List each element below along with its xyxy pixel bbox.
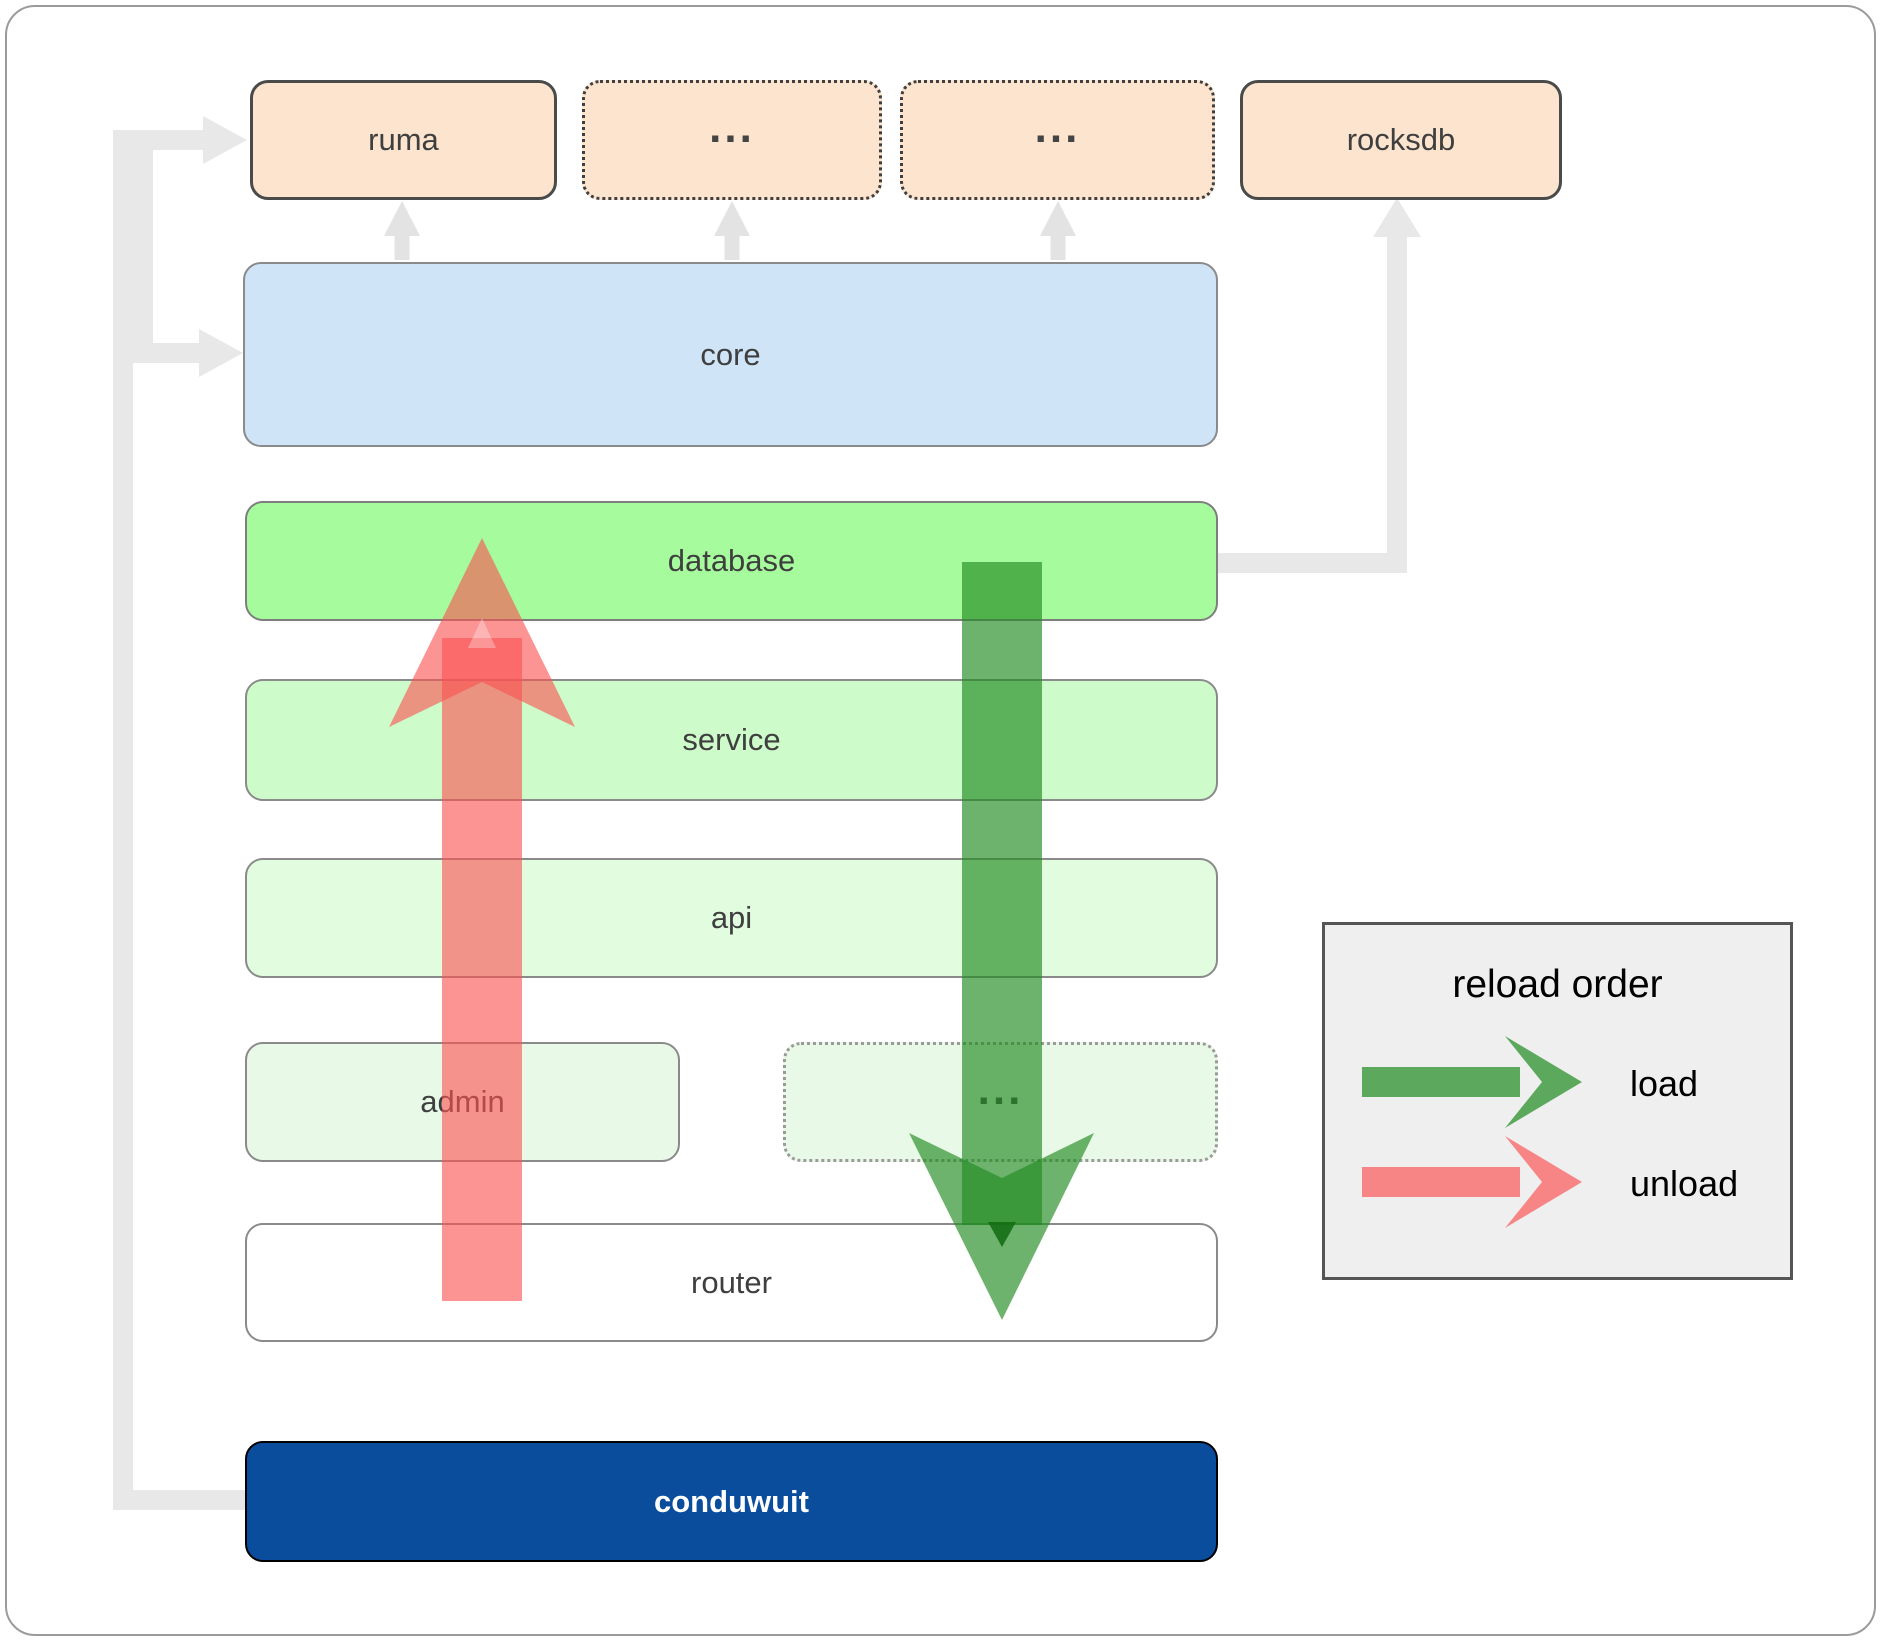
- box-api: api: [245, 858, 1218, 978]
- box-router: router: [245, 1223, 1218, 1342]
- legend: reload order load unload: [1322, 922, 1793, 1280]
- box-admin: admin: [245, 1042, 680, 1162]
- box-database: database: [245, 501, 1218, 621]
- box-ruma: ruma: [250, 80, 557, 200]
- legend-unload-label: unload: [1630, 1163, 1739, 1204]
- box-more-services: ...: [783, 1042, 1218, 1162]
- box-core: core: [243, 262, 1218, 447]
- box-rocksdb: rocksdb: [1240, 80, 1562, 200]
- legend-title: reload order: [1452, 963, 1663, 1006]
- box-database-label: database: [667, 543, 796, 578]
- box-api-label: api: [710, 900, 753, 935]
- box-conduwuit-label: conduwuit: [654, 1483, 809, 1519]
- box-more-modules-2: ...: [900, 80, 1215, 200]
- box-core-label: core: [700, 336, 761, 372]
- box-ruma-label: ruma: [368, 122, 439, 157]
- box-admin-label: admin: [420, 1084, 505, 1119]
- box-service-label: service: [682, 722, 781, 757]
- box-router-label: router: [691, 1264, 772, 1300]
- box-service: service: [245, 679, 1218, 801]
- outer-frame: [5, 5, 1876, 1636]
- box-conduwuit: conduwuit: [245, 1441, 1218, 1562]
- box-rocksdb-label: rocksdb: [1346, 122, 1456, 157]
- box-more-modules-1: ...: [582, 80, 882, 200]
- legend-load-label: load: [1630, 1063, 1699, 1104]
